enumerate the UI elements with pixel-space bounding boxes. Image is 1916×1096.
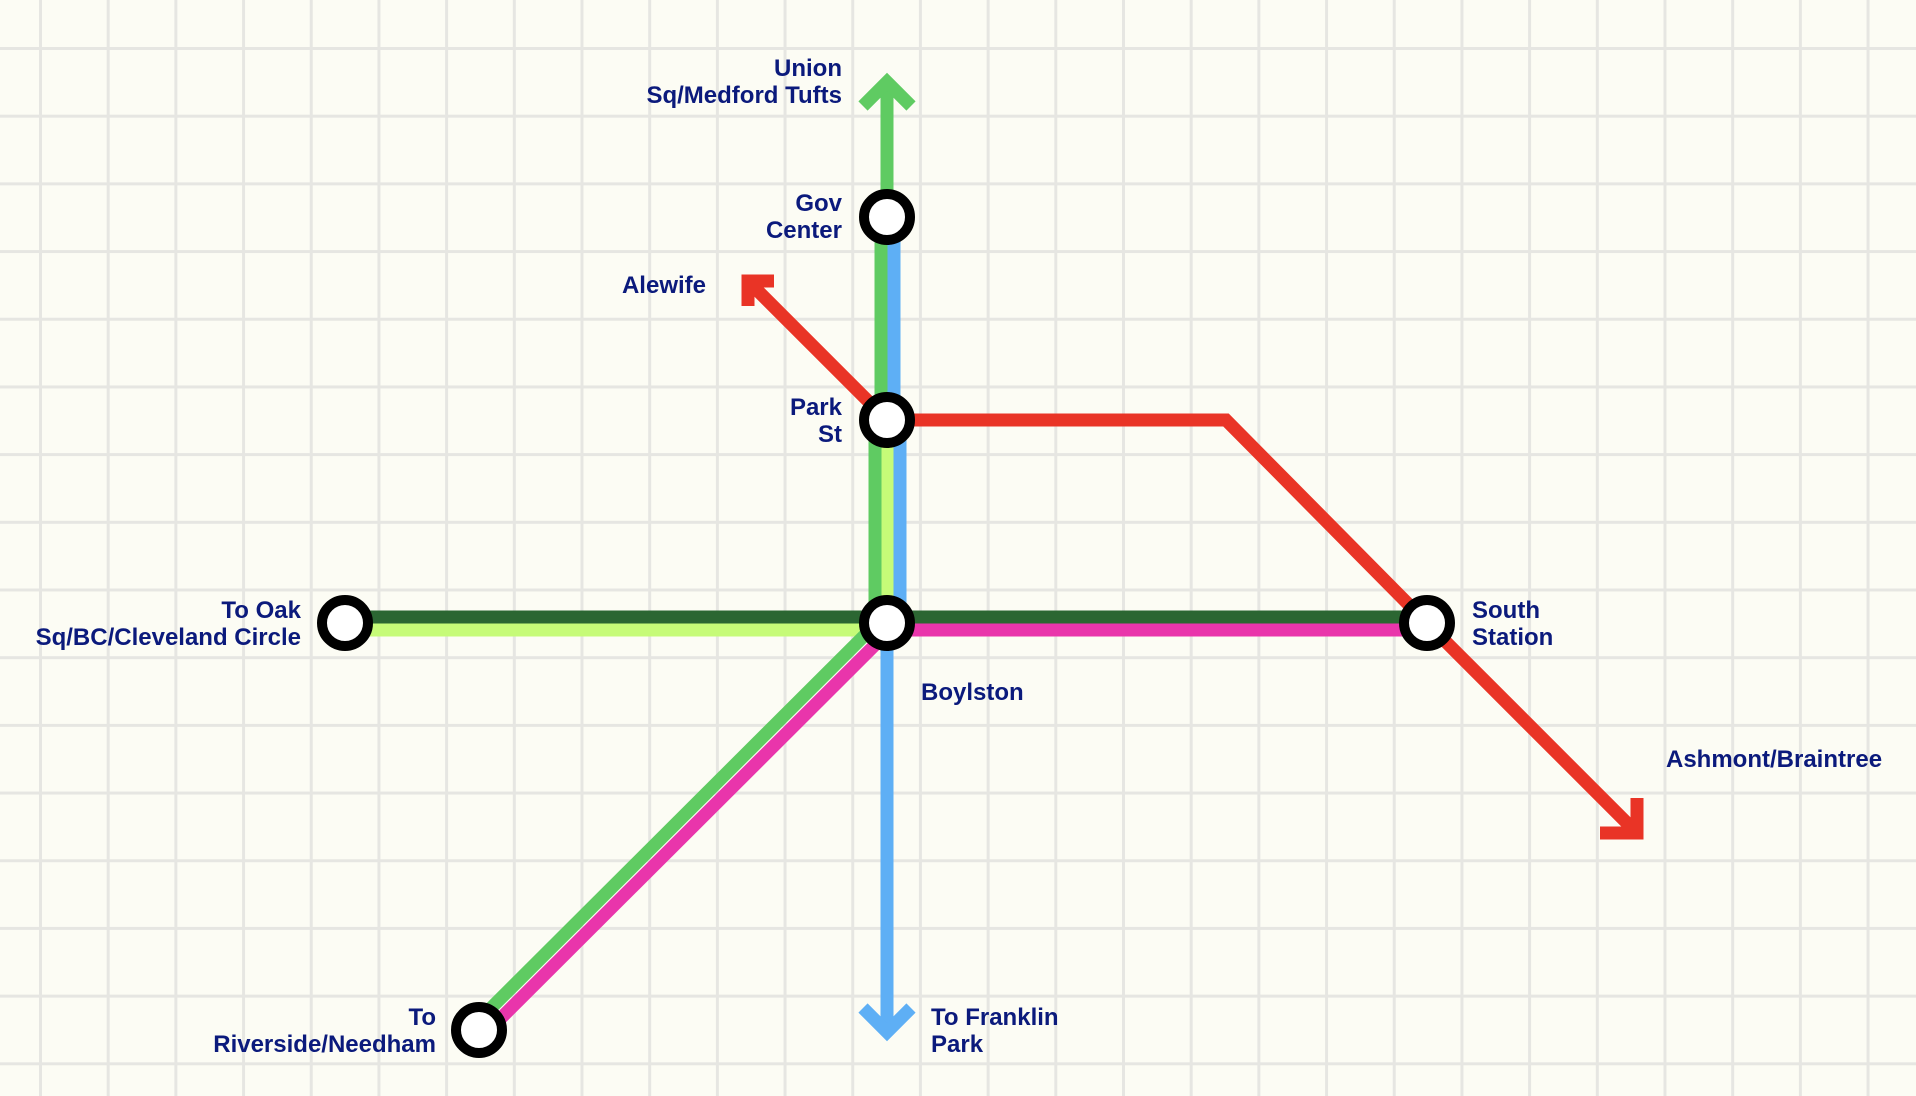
label-line: Sq/Medford Tufts: [646, 82, 842, 109]
label-line: Gov: [795, 190, 842, 217]
label-line: To Franklin: [931, 1004, 1059, 1031]
station-park-st-marker: [859, 392, 915, 448]
station-riverside-marker: [451, 1002, 507, 1058]
station-label-boylston: Boylston: [921, 679, 1024, 706]
label-line: Riverside/Needham: [213, 1031, 436, 1058]
franklin-arrow-icon: [858, 1003, 916, 1042]
label-line: Union: [774, 55, 842, 82]
station-boylston-marker: [859, 595, 915, 651]
label-line: Center: [766, 217, 842, 244]
label-line: Boylston: [921, 679, 1024, 706]
station-gov-center-marker: [859, 189, 915, 245]
station-south-station-marker: [1399, 595, 1455, 651]
station-label-alewife: Alewife: [622, 272, 706, 299]
alewife-arrow-icon: [741, 274, 774, 306]
label-line: Alewife: [622, 272, 706, 299]
label-line: St: [818, 421, 842, 448]
label-line: Station: [1472, 624, 1553, 651]
label-line: Sq/BC/Cleveland Circle: [36, 624, 301, 651]
ashmont-arrow-icon: [1600, 798, 1644, 840]
label-line: Park: [790, 394, 843, 421]
label-line: To Oak: [221, 597, 301, 624]
label-line: South: [1472, 597, 1540, 624]
union-arrow-icon: [858, 72, 916, 111]
station-label-ashmont: Ashmont/Braintree: [1666, 746, 1882, 773]
label-line: To: [408, 1004, 436, 1031]
label-line: Park: [931, 1031, 984, 1058]
red-line: [747, 280, 1638, 834]
green-line-southwest: [469, 613, 887, 1030]
station-oak-marker: [317, 595, 373, 651]
magenta-line-southwest: [479, 623, 897, 1040]
label-line: Ashmont/Braintree: [1666, 746, 1882, 773]
